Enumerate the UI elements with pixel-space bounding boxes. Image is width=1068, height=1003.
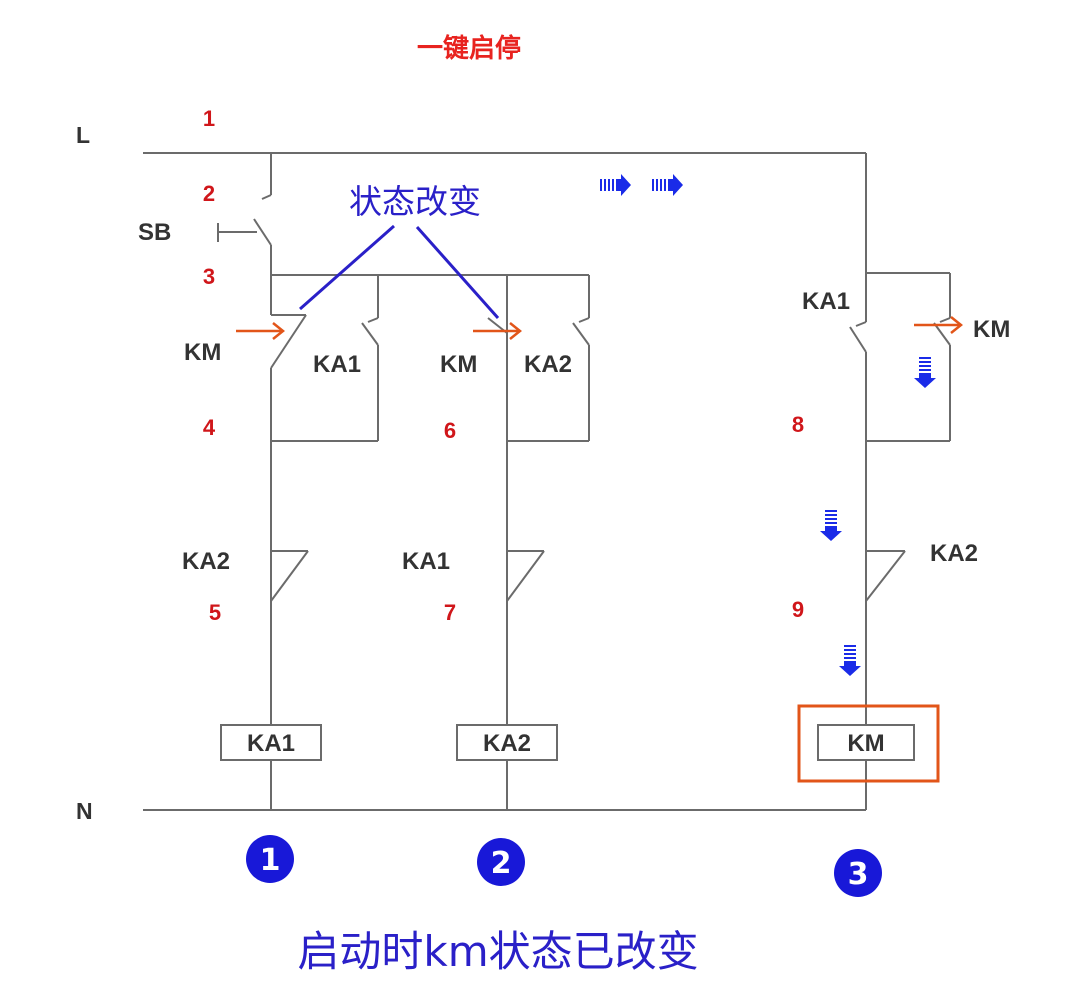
km-contact-branch2 — [487, 317, 508, 368]
sb-pushbutton — [217, 194, 272, 246]
ka2-nc-contact-branch3 — [865, 550, 906, 602]
label-ka1-branch2: KA1 — [402, 548, 450, 575]
ka1-nc-contact-branch2 — [506, 550, 545, 602]
label-ka2-branch2: KA2 — [524, 351, 572, 378]
coil-ka2: KA2 — [456, 724, 558, 761]
km-contact-branch1 — [270, 314, 307, 369]
badge-2: 2 — [477, 838, 525, 886]
node-8: 8 — [792, 412, 804, 437]
state-change-annotation: 状态改变 — [349, 182, 481, 221]
coil-km-label: KM — [847, 730, 884, 757]
wiring — [143, 152, 951, 811]
orange-arrow-branch2 — [473, 322, 523, 340]
node-6: 6 — [444, 418, 456, 443]
node-3: 3 — [203, 264, 215, 289]
coil-km-highlight — [797, 704, 940, 783]
rail-label-l: L — [76, 122, 90, 148]
label-sb: SB — [138, 219, 171, 246]
orange-arrow-branch3 — [914, 316, 964, 334]
coil-ka1-label: KA1 — [247, 730, 295, 757]
ka2-nc-contact-branch1 — [270, 550, 309, 602]
coil-ka1: KA1 — [220, 724, 322, 761]
badge-3: 3 — [834, 849, 882, 897]
node-4: 4 — [203, 415, 216, 440]
diagram-title: 一键启停 — [417, 33, 521, 64]
rail-label-n: N — [76, 798, 93, 824]
node-2: 2 — [203, 181, 215, 206]
label-ka2-branch3: KA2 — [930, 540, 978, 567]
label-km-branch2: KM — [440, 351, 477, 378]
annotation-leader-right — [415, 226, 500, 319]
current-flow-arrows — [600, 174, 936, 676]
node-numbers: 1 2 3 4 5 6 7 8 9 — [203, 106, 804, 625]
node-5: 5 — [209, 600, 221, 625]
label-ka1-branch1: KA1 — [313, 351, 361, 378]
label-km-branch1: KM — [184, 339, 221, 366]
node-1: 1 — [203, 106, 215, 131]
node-7: 7 — [444, 600, 456, 625]
caption: 启动时km状态已改变 — [297, 927, 698, 976]
badge-1: 1 — [246, 835, 294, 883]
orange-arrow-branch1 — [236, 322, 286, 340]
label-ka1-branch3: KA1 — [802, 288, 850, 315]
label-km-branch3: KM — [973, 316, 1010, 343]
badge-1-number: 1 — [260, 843, 281, 878]
badge-3-number: 3 — [848, 857, 869, 892]
coil-km: KM — [817, 724, 915, 761]
annotation-leader-left — [299, 224, 395, 311]
coil-ka2-label: KA2 — [483, 730, 531, 757]
badge-2-number: 2 — [491, 846, 512, 881]
node-9: 9 — [792, 597, 804, 622]
label-ka2-branch1: KA2 — [182, 548, 230, 575]
